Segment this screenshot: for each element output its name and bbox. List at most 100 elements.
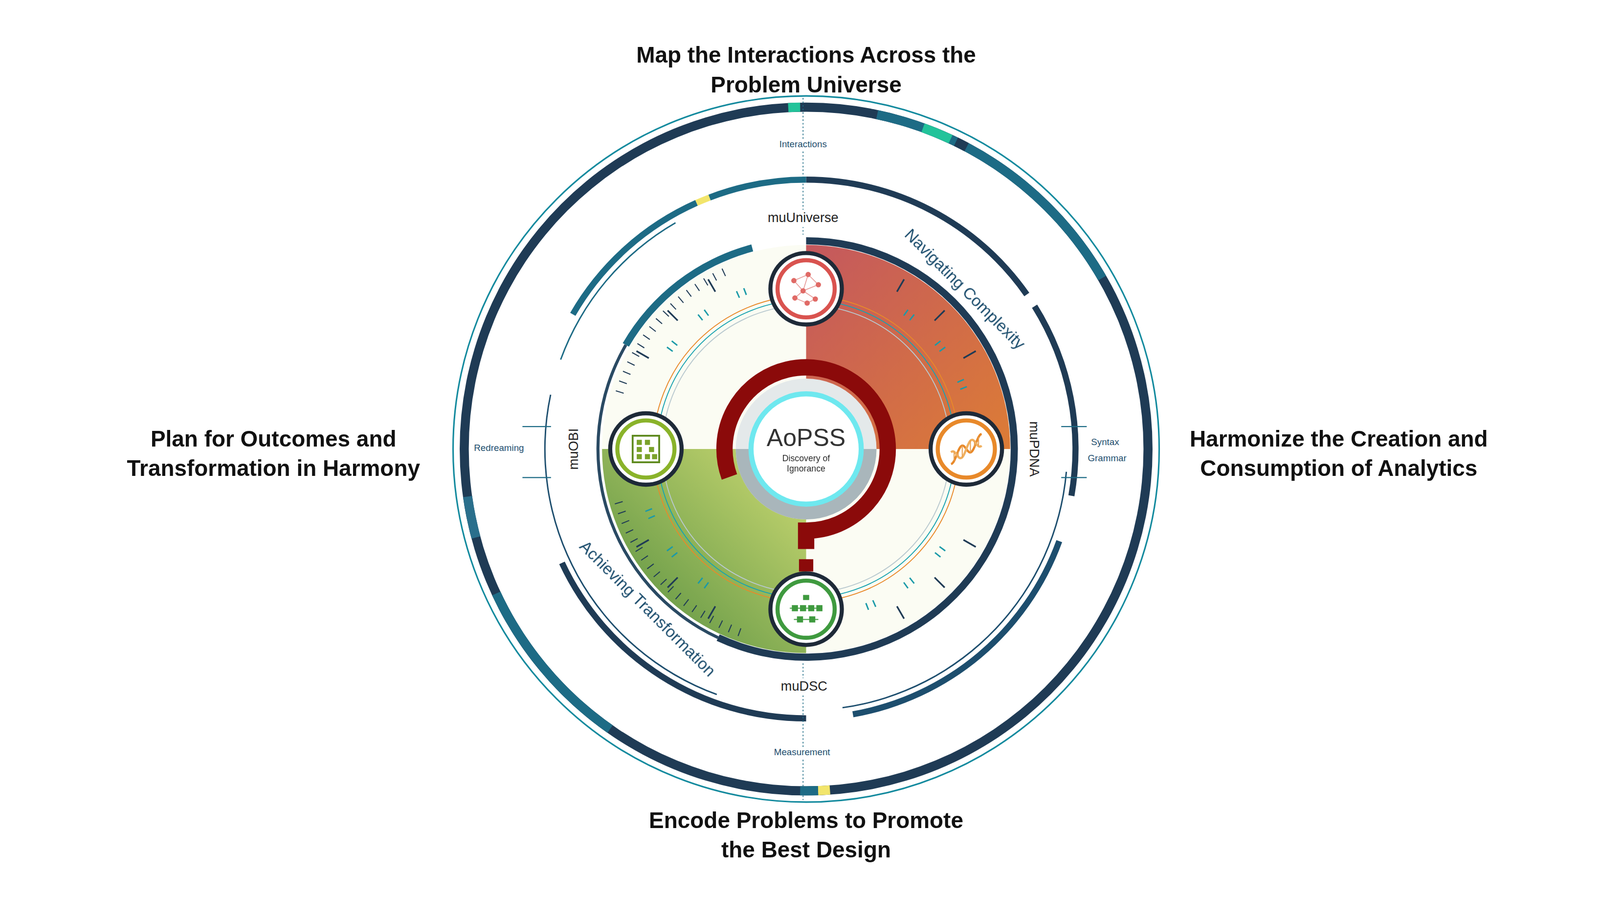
bracket-mark	[522, 425, 551, 427]
fine-tick	[703, 278, 709, 286]
bracket-mark	[522, 476, 551, 478]
fine-tick	[635, 547, 643, 552]
double-mark	[645, 508, 653, 512]
fine-tick	[670, 303, 676, 310]
net-dot	[812, 296, 819, 302]
dial-tick	[963, 351, 976, 359]
chart-cell	[651, 453, 657, 459]
dna-rung	[969, 440, 971, 453]
double-mark	[866, 602, 869, 610]
fine-tick	[712, 273, 717, 281]
chart-cell	[636, 439, 642, 445]
net-dot	[804, 300, 810, 306]
double-mark	[671, 340, 678, 346]
thin-circle	[657, 299, 956, 598]
icon-ring	[777, 260, 835, 318]
chart-cell	[644, 453, 650, 459]
ring-segment	[708, 176, 807, 201]
fine-tick	[622, 371, 631, 375]
double-mark	[666, 546, 673, 552]
fine-tick	[637, 343, 645, 348]
ring-segment	[954, 137, 969, 152]
circle-ring	[751, 393, 862, 504]
quadrant-heading: Map the Interactions Across the Problem …	[632, 41, 980, 100]
fine-tick	[709, 615, 714, 623]
center-subtitle: Discovery of Ignorance	[772, 453, 841, 474]
fine-tick	[641, 555, 648, 560]
ring-segment	[463, 495, 481, 539]
double-mark	[960, 386, 968, 389]
dial-tick	[896, 606, 905, 619]
ring-label: muPDNA	[1024, 419, 1043, 479]
dna-rung	[957, 450, 959, 457]
double-mark	[698, 314, 703, 320]
fine-tick	[615, 390, 624, 394]
center-circle: AoPSSDiscovery of Ignorance	[734, 377, 878, 521]
fine-tick	[686, 289, 692, 297]
ring-segment	[559, 222, 676, 360]
axis-label: Interactions	[777, 138, 829, 151]
bracket-mark	[1061, 476, 1087, 478]
icon-outer	[930, 413, 1002, 485]
ring-segment	[491, 591, 613, 733]
fine-tick	[694, 284, 700, 291]
ring-segment	[459, 102, 1153, 796]
icon-badge	[930, 413, 1002, 485]
fine-tick	[614, 501, 623, 505]
fine-tick	[718, 620, 723, 628]
double-mark	[939, 546, 946, 552]
double-mark	[939, 347, 946, 352]
double-mark	[736, 290, 740, 298]
fine-tick	[655, 318, 663, 324]
fine-tick	[675, 592, 682, 600]
ring-segment	[596, 344, 719, 640]
circle-ground	[735, 378, 877, 520]
fine-tick	[678, 296, 684, 303]
quadrant-heading: Harmonize the Creation and Consumption o…	[1165, 424, 1512, 484]
ring-segment	[842, 471, 1067, 709]
icon-ring	[937, 420, 996, 478]
net-dot	[791, 277, 797, 284]
block-line	[789, 607, 823, 609]
net-dot	[792, 295, 798, 301]
net-dot	[800, 288, 806, 294]
ring-label: muUniverse	[765, 209, 841, 227]
fine-tick	[630, 538, 638, 543]
fine-tick	[632, 352, 640, 357]
dna-strand	[951, 433, 982, 465]
dial-tick	[708, 606, 716, 619]
dial-tick	[636, 351, 649, 359]
center-title: AoPSS	[766, 423, 846, 453]
ring-segment	[818, 785, 831, 796]
dial-tick	[896, 279, 905, 292]
ring-segment	[800, 785, 819, 796]
fine-tick	[653, 571, 661, 578]
ring-segment	[695, 194, 711, 206]
dial-tick	[667, 577, 678, 588]
net-dot	[815, 282, 822, 288]
dial-tick	[667, 310, 678, 321]
double-mark	[934, 552, 941, 557]
fine-tick	[647, 563, 654, 569]
double-mark	[671, 552, 678, 557]
dial-disc	[601, 244, 1011, 654]
block-line	[793, 618, 819, 620]
fine-tick	[691, 605, 697, 613]
icon-outer	[770, 573, 842, 645]
double-mark	[666, 347, 673, 352]
ring-segment	[852, 539, 1063, 717]
dna-strand	[951, 439, 982, 459]
fine-tick	[621, 520, 629, 524]
dna-rung	[961, 445, 963, 458]
fine-tick	[722, 268, 726, 276]
question-mark	[724, 367, 889, 549]
fine-tick	[625, 529, 634, 534]
fine-tick	[667, 586, 674, 593]
axis-label: Redreaming	[471, 443, 527, 455]
icon-outer	[770, 252, 842, 325]
icon-badge	[770, 252, 842, 325]
double-mark	[743, 288, 747, 295]
icon-badge	[770, 573, 842, 645]
double-mark	[909, 314, 914, 320]
